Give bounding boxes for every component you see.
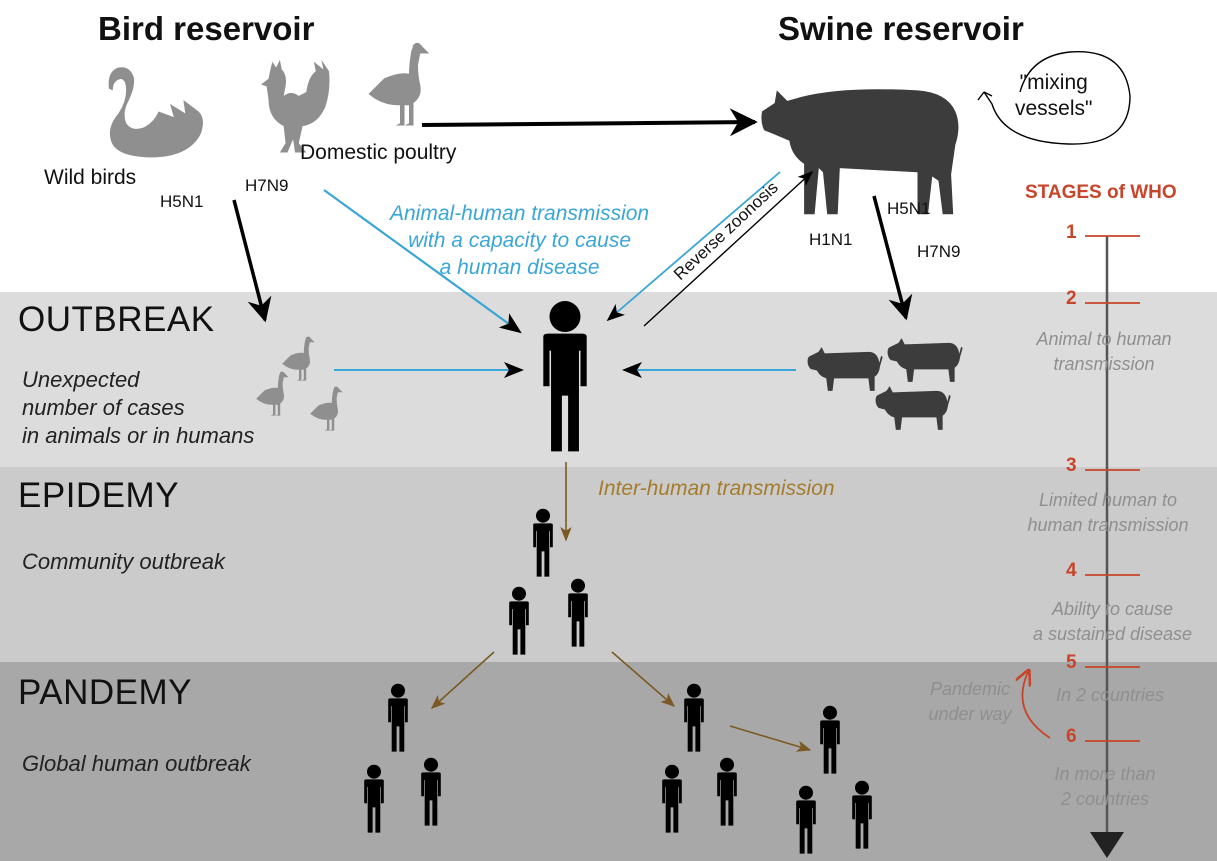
h5n1-bird-label: H5N1 [160, 192, 204, 211]
swan-icon [108, 67, 203, 158]
stage-ticks [1085, 235, 1140, 742]
mixing-vessels-label: "mixing vessels" [1015, 70, 1092, 122]
bird-reservoir-title: Bird reservoir [98, 10, 315, 47]
h5n1-swine-label: H5N1 [887, 199, 931, 218]
spread-right-arrow [611, 651, 676, 707]
h7n9-bird-label: H7N9 [245, 176, 289, 195]
stage-4-desc-line-2: a sustained disease [1032, 624, 1193, 644]
outbreak-desc-line-3: in animals or in humans [22, 423, 255, 448]
stage-6-desc-line-2: 2 countries [1060, 789, 1150, 809]
domestic-poultry-label: Domestic poultry [300, 141, 457, 164]
epidemy-description: Community outbreak [22, 549, 225, 574]
h1n1-label: H1N1 [809, 230, 853, 249]
stage-3-desc-line-1: Limited human to [1038, 490, 1178, 510]
stage-2-description: Animal to human transmission [1020, 327, 1188, 377]
bird-to-swine-arrow [421, 108, 758, 137]
pandemic-underway-label: Pandemic under way [920, 677, 1020, 727]
wild-birds-label: Wild birds [44, 166, 137, 189]
outbreak-desc-line-2: number of cases [22, 395, 185, 420]
spread-left-arrow [430, 651, 495, 709]
stage-2-number: 2 [1066, 288, 1077, 309]
pandemy-description: Global human outbreak [22, 751, 251, 776]
stage-3-desc-line-2: human transmission [1027, 515, 1189, 535]
animal-human-line-1: Animal-human transmission [390, 202, 650, 225]
rooster-icon [260, 59, 330, 153]
outbreak-description: Unexpected number of cases in animals or… [22, 366, 254, 450]
outbreak-heading: OUTBREAK [18, 300, 215, 339]
stage-2-desc-line-2: transmission [1053, 354, 1155, 374]
spread-further-arrow [729, 725, 812, 752]
animal-human-line-3: a human disease [439, 256, 600, 279]
stage-4-desc-line-1: Ability to cause [1051, 599, 1174, 619]
swine-reservoir-title: Swine reservoir [778, 10, 1024, 47]
stage-4-number: 4 [1066, 560, 1077, 581]
mixing-vessels-loop [983, 51, 1131, 145]
h5n1-arrow [232, 199, 272, 323]
pandemy-band [0, 662, 1217, 861]
animal-human-line-2: with a capacity to cause [408, 229, 632, 252]
h7n9-swine-label: H7N9 [917, 242, 961, 261]
stage-1-number: 1 [1066, 222, 1077, 243]
stage-4-description: Ability to cause a sustained disease [1010, 597, 1215, 647]
mixing-vessels-line-1: "mixing [1019, 71, 1088, 94]
reverse-zoonosis-arrow [643, 170, 814, 327]
stage-6-number: 6 [1066, 726, 1077, 747]
mixing-vessels-line-2: vessels" [1015, 97, 1093, 120]
outbreak-desc-line-1: Unexpected [22, 367, 140, 392]
pandemy-heading: PANDEMY [18, 673, 192, 712]
stage-5-number: 5 [1066, 652, 1077, 673]
inter-human-transmission-label: Inter-human transmission [598, 477, 835, 500]
swine-human-arrow [606, 171, 781, 322]
pandemic-underway-arrow [1022, 672, 1051, 739]
stage-2-desc-line-1: Animal to human [1036, 329, 1172, 349]
h7n9-human-arrow [323, 189, 522, 334]
epidemy-heading: EPIDEMY [18, 476, 180, 515]
timeline-arrowhead [1090, 832, 1124, 858]
animal-human-transmission-label: Animal-human transmission with a capacit… [390, 200, 649, 281]
stage-5-description: In 2 countries [1055, 685, 1165, 705]
epidemy-band [0, 467, 1217, 662]
domestic-goose-icon [368, 42, 430, 126]
stage-3-number: 3 [1066, 455, 1077, 476]
swine-icon [761, 89, 959, 215]
pandemic-underway-line-1: Pandemic [929, 679, 1011, 699]
pandemic-underway-line-2: under way [928, 704, 1012, 724]
stage-6-desc-line-1: In more than [1054, 764, 1156, 784]
stage-6-description: In more than 2 countries [1030, 762, 1180, 812]
who-stages-title: STAGES of WHO [1025, 182, 1177, 203]
h5n1-swine-arrow [872, 195, 913, 321]
stage-3-description: Limited human to human transmission [1008, 488, 1208, 538]
